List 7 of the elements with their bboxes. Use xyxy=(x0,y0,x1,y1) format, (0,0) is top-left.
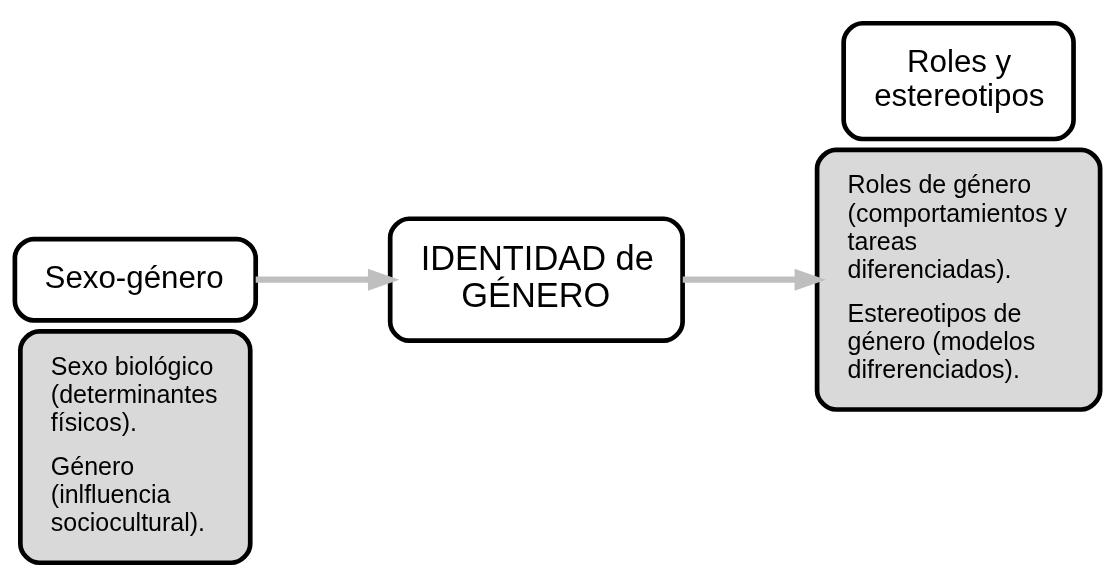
node-box: Roles de género (comportamientos y tareas diferenciadas). Estereotipos de género (modelos difrerenciados). xyxy=(814,147,1103,412)
node-box: Roles y estereotipos xyxy=(841,20,1076,141)
arrow xyxy=(682,268,826,291)
node-box: Sexo biológico (determinantes físicos). Género (inlfluencia sociocultural). xyxy=(18,328,253,565)
node-box: Sexo-género xyxy=(12,236,259,323)
arrow xyxy=(255,268,400,291)
node-box: IDENTIDAD de GÉNERO xyxy=(387,215,685,343)
